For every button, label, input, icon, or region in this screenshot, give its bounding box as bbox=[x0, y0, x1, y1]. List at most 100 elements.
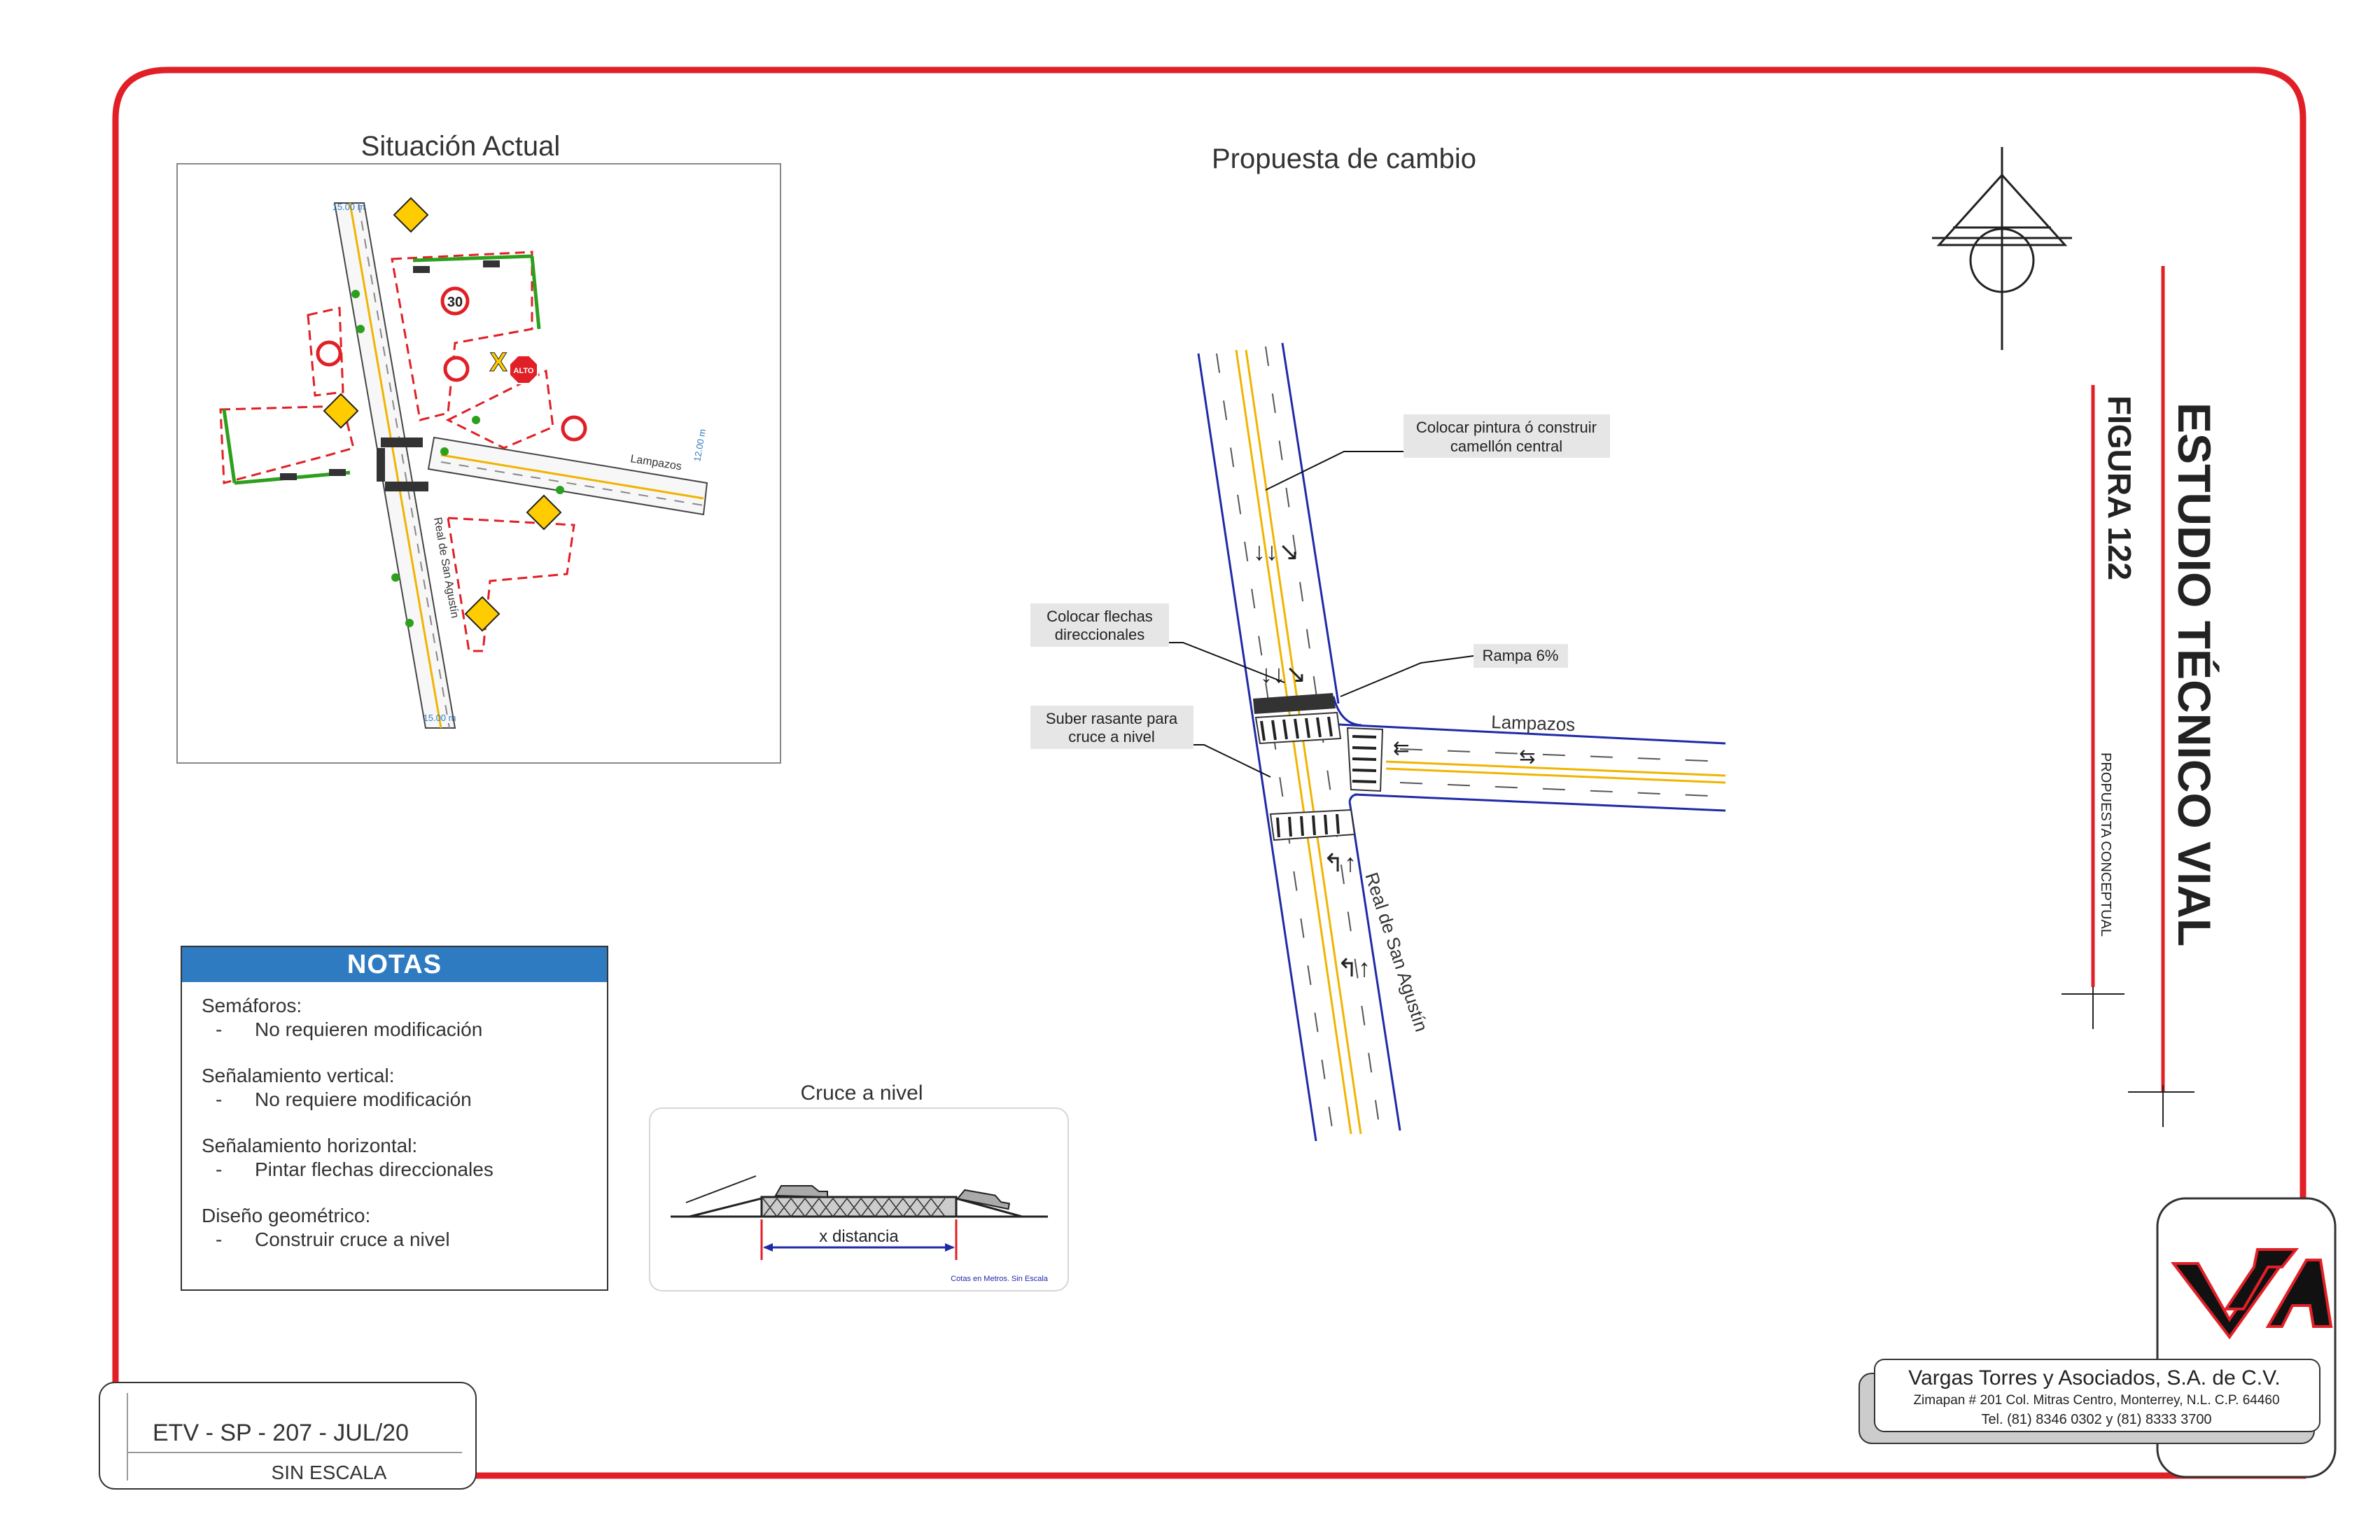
current-ped-dot-7 bbox=[556, 486, 564, 494]
company-address: Zimapan # 201 Col. Mitras Centro, Monter… bbox=[1913, 1393, 2279, 1408]
leader-arrows bbox=[1169, 642, 1285, 683]
proposal-crossing-stripe bbox=[1352, 780, 1377, 783]
proposal-crossing-stripe bbox=[1336, 813, 1340, 834]
crossing-ramp-right bbox=[955, 1197, 1023, 1218]
car-icon bbox=[774, 1185, 828, 1198]
proposal-road-ns-east-edge-south bbox=[1348, 801, 1401, 1131]
proposal-ew-yellow-1 bbox=[1385, 760, 1726, 777]
proposal-street-east: Lampazos bbox=[1491, 711, 1576, 735]
current-zone-5 bbox=[307, 307, 344, 397]
proposal-ew-yellow-2 bbox=[1385, 767, 1726, 784]
title-current: Situación Actual bbox=[361, 131, 561, 162]
proposal-crossing-stripe bbox=[1288, 816, 1292, 837]
current-road-ew-dash bbox=[440, 461, 704, 506]
proposal-road-ns-east-edge-north bbox=[1281, 342, 1340, 704]
current-stop-sign-text: ALTO bbox=[514, 367, 534, 375]
current-crosswalk-west bbox=[377, 448, 385, 482]
callout-arrows-line-2: direccionales bbox=[1055, 626, 1144, 643]
current-school-sign-3 bbox=[526, 494, 562, 531]
proposal-crossing-stripe bbox=[1352, 757, 1377, 761]
proposal-crossing-stripe bbox=[1276, 817, 1280, 838]
current-school-sign-4 bbox=[464, 596, 500, 632]
proposal-corner-se bbox=[1348, 793, 1359, 802]
stamp-box bbox=[99, 1382, 477, 1490]
current-road-ew-yellow bbox=[440, 454, 704, 500]
title-subtitle: PROPUESTA CONCEPTUAL bbox=[2098, 752, 2113, 937]
north-arrow-circle bbox=[1969, 227, 2035, 293]
crossing-ramp-dim bbox=[685, 1175, 757, 1203]
current-speed-sign-3 bbox=[561, 415, 587, 442]
current-speed-sign-1 bbox=[440, 286, 470, 316]
proposal-crossing-stripe bbox=[1260, 720, 1266, 741]
notes-item-text: No requiere modificación bbox=[255, 1088, 472, 1110]
company-logo-icon bbox=[2170, 1248, 2333, 1340]
callout-median-line-2: camellón central bbox=[1450, 438, 1562, 455]
proposal-ew-lane-dash-1 bbox=[1399, 748, 1726, 762]
title-figure: FIGURA 122 bbox=[2101, 396, 2138, 580]
title-main: ESTUDIO TÉCNICO VIAL bbox=[2169, 402, 2220, 946]
proposal-road-ew-south-edge bbox=[1354, 793, 1726, 812]
current-signal-head-3 bbox=[280, 473, 297, 480]
callout-raise-line-2: cruce a nivel bbox=[1068, 728, 1155, 746]
callout-arrows-box bbox=[1030, 603, 1169, 647]
current-ped-dot-1 bbox=[351, 290, 360, 298]
notes-group-title: Semáforos: bbox=[202, 995, 302, 1016]
notes-group-item: -No requieren modificación bbox=[202, 1018, 482, 1042]
current-ped-dot-2 bbox=[356, 325, 365, 333]
logo-a-shape bbox=[2265, 1259, 2333, 1328]
proposal-crossing-stripe bbox=[1271, 720, 1277, 741]
notes-group-title: Señalamiento vertical: bbox=[202, 1065, 395, 1086]
crossing-hatch bbox=[762, 1198, 946, 1217]
stamp-code: ETV - SP - 207 - JUL/20 bbox=[153, 1420, 409, 1446]
notes-group-horizontal: Señalamiento horizontal: -Pintar flechas… bbox=[202, 1135, 493, 1182]
current-zone-2 bbox=[391, 251, 533, 421]
notes-dash: - bbox=[216, 1228, 223, 1250]
current-zone-3 bbox=[445, 369, 554, 449]
crossing-hatch-lines bbox=[762, 1198, 946, 1217]
current-mast-3 bbox=[222, 409, 237, 484]
proposal-corner-ne bbox=[1332, 696, 1362, 727]
stamp-scale: SIN ESCALA bbox=[272, 1462, 387, 1483]
proposal-crossing-stripes bbox=[1260, 716, 1377, 838]
current-crosswalk-north bbox=[381, 438, 423, 447]
crossing-dim-arrow-left bbox=[763, 1243, 773, 1252]
leader-raise bbox=[1194, 744, 1271, 778]
title-crossing: Cruce a nivel bbox=[800, 1082, 923, 1105]
current-speed-sign-1-text: 30 bbox=[447, 295, 463, 310]
proposal-arrows-south-1: ↰↑ bbox=[1323, 848, 1357, 877]
title-proposal: Propuesta de cambio bbox=[1212, 144, 1476, 174]
callout-ramp-text: Rampa 6% bbox=[1483, 647, 1559, 664]
notes-item-text: Pintar flechas direccionales bbox=[255, 1158, 493, 1180]
current-dim-top: 15.00 m bbox=[332, 202, 365, 212]
notes-group-item: -No requiere modificación bbox=[202, 1088, 472, 1112]
current-signal-head-1 bbox=[413, 266, 430, 273]
crossing-dim-arrow-right bbox=[945, 1243, 955, 1252]
proposal-road-ew-north-edge bbox=[1338, 723, 1726, 745]
crossing-footnote: Cotas en Metros. Sin Escala bbox=[951, 1275, 1049, 1283]
proposal-arrows-north-2: ↓↓↘ bbox=[1260, 659, 1306, 688]
leader-median bbox=[1265, 451, 1404, 491]
callout-arrows-line-1: Colocar flechas bbox=[1046, 608, 1153, 625]
current-zone-4 bbox=[447, 517, 575, 652]
company-name: Vargas Torres y Asociados, S.A. de C.V. bbox=[1908, 1366, 2280, 1390]
proposal-road-ns-west-edge bbox=[1197, 353, 1317, 1142]
proposal-crossing-stripe bbox=[1305, 718, 1310, 738]
notes-panel: NOTAS Semáforos: -No requieren modificac… bbox=[181, 946, 608, 1291]
current-signal-head-2 bbox=[483, 260, 500, 267]
notes-group-item: -Construir cruce a nivel bbox=[202, 1228, 450, 1252]
proposal-arrows-north-1: ↓↓↘ bbox=[1253, 537, 1299, 566]
notes-dash: - bbox=[216, 1018, 223, 1040]
proposal-crossing-stripe bbox=[1312, 815, 1316, 836]
current-ped-dot-4 bbox=[472, 416, 480, 424]
current-school-sign-1 bbox=[393, 197, 429, 233]
proposal-crossing-stripe bbox=[1294, 718, 1299, 739]
proposal-drawing: ↓↓↘ ↓↓↘ ↰↑ ↰↑ ⇇ ⇆ Lampazos Real de San A… bbox=[1030, 342, 1726, 1142]
proposal-raised-crossing-north bbox=[1253, 693, 1336, 714]
current-ped-dot-3 bbox=[440, 447, 449, 456]
proposal-ew-lane-dash-2 bbox=[1399, 782, 1726, 797]
proposal-arrows-east-1: ⇇ bbox=[1393, 737, 1409, 759]
callout-median-box bbox=[1404, 414, 1610, 458]
proposal-crossing-stripe bbox=[1352, 769, 1377, 772]
callout-raise-line-1: Suber rasante para bbox=[1046, 710, 1178, 727]
